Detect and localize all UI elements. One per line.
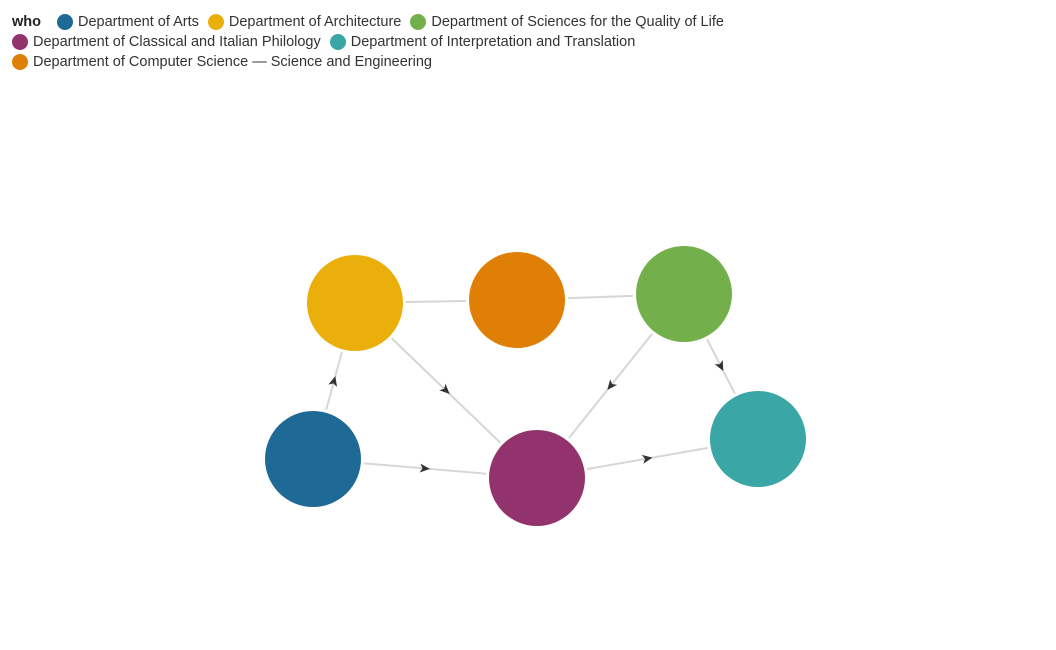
legend-item-arts: Department of Arts xyxy=(57,12,199,32)
arrowhead-sciences-philology xyxy=(607,379,618,390)
legend-row-1: who Department of Arts Department of Arc… xyxy=(12,12,1042,32)
node-architecture[interactable]: Department of Architecture xyxy=(307,255,403,351)
legend-item-translation: Department of Interpretation and Transla… xyxy=(329,32,636,52)
legend-swatch-sciences xyxy=(410,14,427,30)
node-translation[interactable]: Department of Interpretation and Transla… xyxy=(710,391,806,487)
legend-swatch-translation xyxy=(329,34,346,50)
graph-nodes: Department of Arts Department of Architec… xyxy=(265,246,806,526)
legend-row-2: Department of Classical and Italian Phil… xyxy=(12,32,1042,52)
arrowhead-architecture-philology xyxy=(439,383,450,394)
node-computer[interactable]: Department of Computer Science — Science… xyxy=(469,252,565,348)
node-philology[interactable]: Department of Classical and Italian Phil… xyxy=(489,430,585,526)
legend-item-philology: Department of Classical and Italian Phil… xyxy=(12,32,321,52)
legend-swatch-arts xyxy=(57,14,73,30)
node-sciences[interactable]: Department of Sciences for the Quality o… xyxy=(636,246,732,342)
arrowhead-arts-architecture xyxy=(328,376,338,387)
legend-row-3: Department of Computer Science — Science… xyxy=(12,52,1042,72)
legend-swatch-architecture xyxy=(207,14,224,30)
arrowhead-sciences-translation xyxy=(714,360,724,371)
arrowhead-philology-translation xyxy=(641,454,653,464)
legend: who Department of Arts Department of Arc… xyxy=(12,12,1042,72)
legend-title: who xyxy=(12,14,41,30)
legend-label-philology: Department of Classical and Italian Phil… xyxy=(33,34,321,50)
node-arts[interactable]: Department of Arts xyxy=(265,411,361,507)
legend-swatch-philology xyxy=(12,34,28,50)
graph-edges xyxy=(325,294,736,475)
legend-label-architecture: Department of Architecture xyxy=(228,14,402,30)
legend-label-arts: Department of Arts xyxy=(78,14,199,30)
legend-label-translation: Department of Interpretation and Transla… xyxy=(350,34,636,50)
edge-architecture-computer xyxy=(405,299,467,304)
edge-computer-sciences xyxy=(567,294,634,300)
legend-label-sciences: Department of Sciences for the Quality o… xyxy=(431,14,724,30)
legend-item-sciences: Department of Sciences for the Quality o… xyxy=(410,12,724,32)
legend-swatch-computer xyxy=(12,54,28,70)
arrowhead-arts-philology xyxy=(419,463,430,473)
legend-item-architecture: Department of Architecture xyxy=(207,12,402,32)
legend-item-computer: Department of Computer Science — Science… xyxy=(12,52,432,72)
legend-label-computer: Department of Computer Science — Science… xyxy=(33,54,432,70)
